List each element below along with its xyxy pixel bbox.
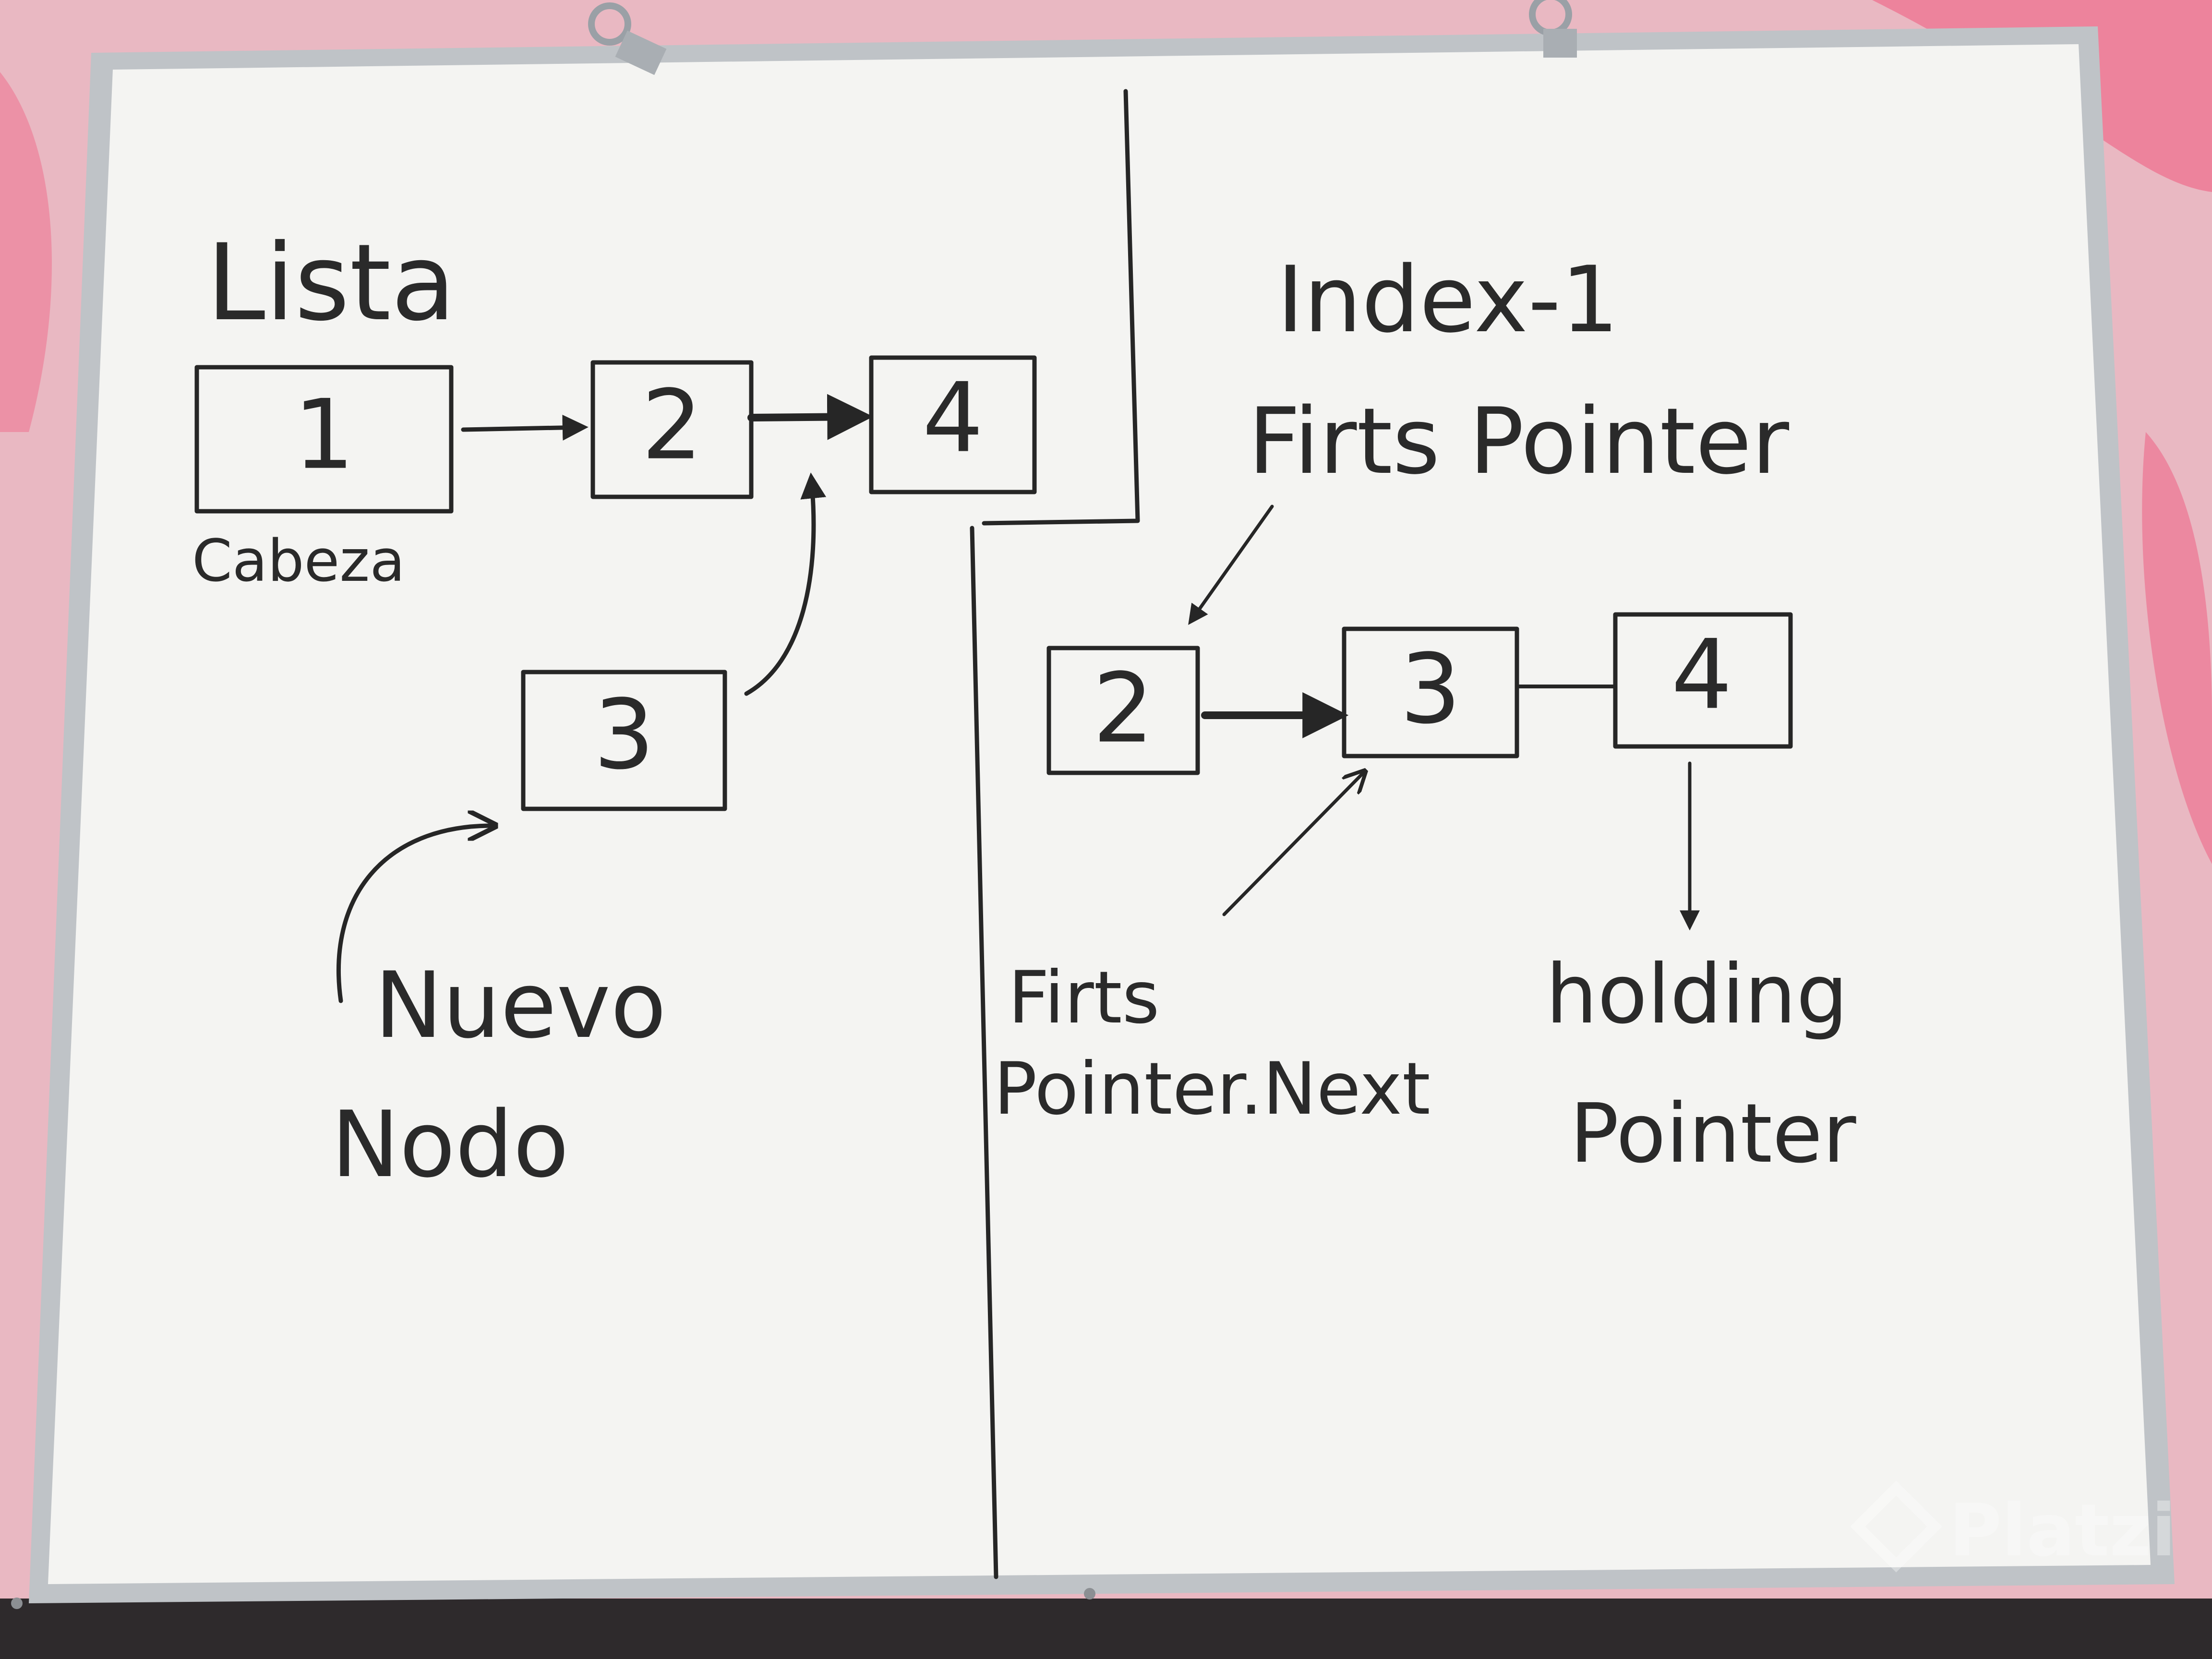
head-label: Cabeza bbox=[192, 528, 405, 595]
new-node-label: Nuevo bbox=[374, 952, 666, 1058]
pointer-arrow bbox=[1188, 505, 1274, 625]
new-node: 3 bbox=[521, 670, 727, 811]
holding-label: Pointer bbox=[1570, 1086, 1856, 1181]
list-node: 4 bbox=[1613, 612, 1793, 749]
node-value: 4 bbox=[922, 362, 983, 474]
hanger-icon bbox=[1529, 0, 1577, 58]
node-value: 2 bbox=[1093, 653, 1154, 765]
platzi-logo-icon bbox=[1850, 1480, 1942, 1573]
new-node-label: Nodo bbox=[331, 1092, 569, 1198]
label-arrow bbox=[337, 826, 492, 1003]
list-node: 1 bbox=[194, 365, 454, 514]
watermark-text: Platzi bbox=[1949, 1489, 2176, 1573]
watermark: Platzi bbox=[1850, 1480, 2176, 1573]
screw-icon bbox=[11, 1598, 23, 1609]
holding-label: holding bbox=[1546, 947, 1848, 1042]
next-arrow bbox=[461, 414, 589, 441]
node-value: 3 bbox=[1400, 634, 1461, 745]
node-value: 4 bbox=[1671, 619, 1732, 731]
screw-icon bbox=[1084, 1588, 1095, 1599]
node-value: 3 bbox=[593, 679, 654, 791]
pointer-arrow bbox=[1222, 773, 1363, 916]
dark-edge bbox=[0, 1599, 2212, 1659]
hanger-icon bbox=[588, 2, 667, 75]
first-pointer-label: Firts Pointer bbox=[1248, 388, 1790, 494]
fabric-flower bbox=[2142, 432, 2212, 864]
list-node: 3 bbox=[1342, 626, 1519, 758]
left-panel: Lista 1 2 4 Cabeza 3 Nuevo Nodo bbox=[192, 221, 1037, 1198]
node-value: 1 bbox=[293, 379, 354, 491]
list-node: 2 bbox=[1046, 646, 1200, 775]
right-panel: Index-1 Firts Pointer 2 3 4 Firts Pointe… bbox=[994, 247, 1856, 1181]
list-title: Lista bbox=[206, 221, 456, 344]
first-next-label: Pointer.Next bbox=[994, 1047, 1431, 1131]
list-node: 2 bbox=[590, 360, 754, 499]
panel-divider bbox=[970, 89, 1140, 1579]
node-value: 2 bbox=[641, 370, 702, 481]
fabric-flower bbox=[0, 72, 52, 432]
insert-arrow bbox=[744, 472, 827, 696]
index-label: Index-1 bbox=[1277, 247, 1619, 353]
next-arrow bbox=[747, 394, 874, 440]
first-next-label: Firts bbox=[1008, 956, 1160, 1040]
